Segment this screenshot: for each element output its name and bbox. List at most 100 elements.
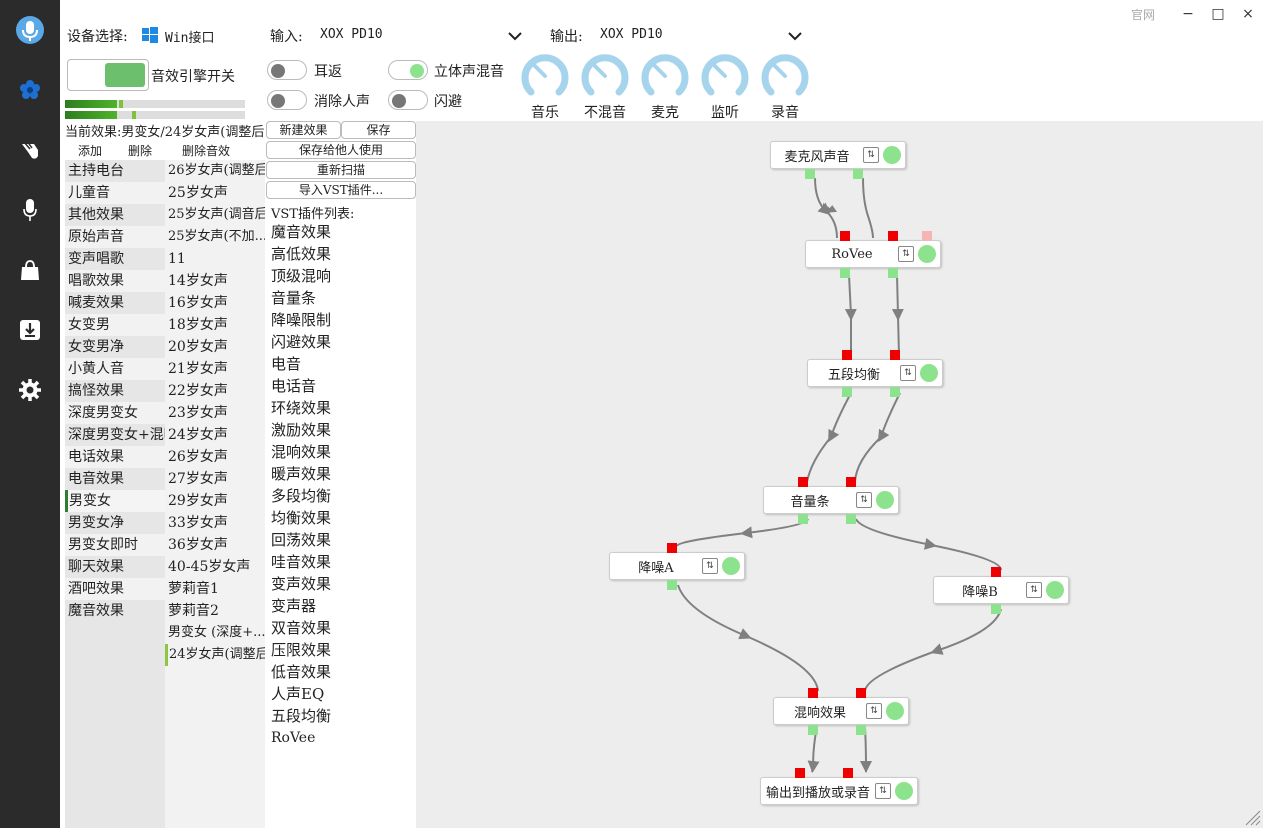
category-item[interactable]: 女变男净 [68, 339, 124, 355]
preset-item[interactable]: 26岁女声 [168, 449, 228, 465]
minimize-button[interactable]: − [1182, 6, 1194, 22]
input-port[interactable] [798, 477, 808, 487]
node-power-icon[interactable] [895, 782, 913, 800]
node-settings-icon[interactable]: ⇅ [866, 703, 882, 719]
preset-item[interactable]: 33岁女声 [168, 515, 228, 531]
category-item[interactable]: 深度男变女+混响 [68, 427, 165, 443]
preset-item[interactable]: 18岁女声 [168, 317, 228, 333]
volume-knob[interactable] [761, 52, 809, 100]
node-settings-icon[interactable]: ⇅ [900, 365, 916, 381]
node-settings-icon[interactable]: ⇅ [1026, 582, 1042, 598]
vst-plugin-item[interactable]: 均衡效果 [271, 509, 332, 527]
input-port[interactable] [856, 688, 866, 698]
vst-plugin-item[interactable]: 激励效果 [271, 421, 332, 439]
preset-item[interactable]: 男变女 (深度+... [168, 625, 265, 640]
preset-item[interactable]: 萝莉音1 [168, 581, 219, 597]
node-power-icon[interactable] [876, 491, 894, 509]
vst-plugin-item[interactable]: 顶级混响 [271, 267, 332, 285]
vocal-remove-toggle[interactable] [267, 90, 307, 110]
output-port[interactable] [888, 268, 898, 278]
volume-knob[interactable] [641, 52, 689, 100]
preset-item[interactable]: 20岁女声 [168, 339, 228, 355]
node-power-icon[interactable] [883, 146, 901, 164]
input-port[interactable] [843, 768, 853, 778]
category-item[interactable]: 儿童音 [65, 182, 165, 204]
preset-item[interactable]: 11 [168, 251, 186, 267]
vst-plugin-item[interactable]: 魔音效果 [271, 223, 332, 241]
output-port[interactable] [667, 580, 677, 590]
vst-plugin-item[interactable]: 闪避效果 [271, 333, 332, 351]
microphone-icon[interactable] [14, 194, 46, 226]
vst-plugin-item[interactable]: 变声效果 [271, 575, 332, 593]
input-port[interactable] [890, 350, 900, 360]
hands-icon[interactable] [14, 134, 46, 166]
category-item[interactable]: 其他效果 [68, 207, 124, 223]
input-chevron-down-icon[interactable] [507, 29, 523, 45]
preset-item[interactable]: 24岁女声 [168, 427, 228, 443]
output-port[interactable] [805, 169, 815, 179]
vst-plugin-item[interactable]: RoVee [271, 730, 316, 746]
vst-plugin-item[interactable]: 压限效果 [271, 641, 332, 659]
preset-item[interactable]: 14岁女声 [168, 273, 228, 289]
input-port[interactable] [795, 768, 805, 778]
preset-item[interactable]: 萝莉音2 [168, 603, 219, 619]
close-button[interactable]: × [1242, 6, 1254, 22]
preset-item[interactable]: 40-45岁女声 [168, 559, 251, 575]
category-item[interactable]: 男变女 [65, 490, 165, 512]
vst-plugin-item[interactable]: 回荡效果 [271, 531, 332, 549]
save-for-others-button[interactable]: 保存给他人使用 [266, 141, 416, 159]
input-port[interactable] [846, 477, 856, 487]
graph-node-mic[interactable]: 麦克风声音⇅ [770, 141, 906, 169]
node-power-icon[interactable] [886, 702, 904, 720]
preset-item[interactable]: 16岁女声 [168, 295, 228, 311]
preset-item[interactable]: 25岁女声(调音后) [168, 207, 265, 222]
monitor-toggle[interactable] [267, 60, 307, 80]
category-item[interactable]: 聊天效果 [68, 559, 124, 575]
delete-effect-button[interactable]: 删除音效 [182, 144, 231, 158]
vst-plugin-item[interactable]: 混响效果 [271, 443, 332, 461]
category-item[interactable]: 电话效果 [65, 446, 165, 468]
stereo-mix-toggle[interactable] [388, 60, 428, 80]
volume-knob[interactable] [701, 52, 749, 100]
preset-item[interactable]: 22岁女声 [168, 383, 228, 399]
import-vst-button[interactable]: 导入VST插件... [266, 181, 416, 199]
preset-item[interactable]: 23岁女声 [168, 405, 228, 421]
flower-effects-icon[interactable] [14, 74, 46, 106]
vst-plugin-item[interactable]: 电音 [271, 355, 302, 373]
node-settings-icon[interactable]: ⇅ [898, 246, 914, 262]
node-power-icon[interactable] [920, 364, 938, 382]
download-icon[interactable] [14, 314, 46, 346]
vst-plugin-item[interactable]: 降噪限制 [271, 311, 332, 329]
category-item[interactable]: 原始声音 [65, 226, 165, 248]
vst-plugin-item[interactable]: 环绕效果 [271, 399, 332, 417]
graph-node-volume[interactable]: 音量条⇅ [763, 486, 899, 514]
effect-graph-canvas[interactable]: 麦克风声音⇅RoVee⇅五段均衡⇅音量条⇅降噪A⇅降噪B⇅混响效果⇅输出到播放或… [416, 121, 1263, 828]
graph-node-eq5[interactable]: 五段均衡⇅ [807, 359, 943, 387]
output-port[interactable] [842, 387, 852, 397]
output-port[interactable] [991, 604, 1001, 614]
vst-plugin-item[interactable]: 人声EQ [271, 685, 325, 703]
input-port[interactable] [840, 231, 850, 241]
node-settings-icon[interactable]: ⇅ [875, 783, 891, 799]
preset-item[interactable]: 29岁女声 [168, 493, 228, 509]
device-select-value[interactable]: Win接口 [165, 31, 215, 46]
input-port[interactable] [842, 350, 852, 360]
category-item[interactable]: 搞怪效果 [68, 383, 124, 399]
preset-item[interactable]: 21岁女声 [168, 361, 228, 377]
output-port[interactable] [846, 514, 856, 524]
output-port[interactable] [840, 268, 850, 278]
node-power-icon[interactable] [722, 557, 740, 575]
preset-item[interactable]: 24岁女声(调整后) [165, 644, 265, 666]
node-settings-icon[interactable]: ⇅ [702, 558, 718, 574]
category-item[interactable]: 小黄人音 [65, 358, 165, 380]
preset-item[interactable]: 26岁女声(调整后) [168, 163, 265, 178]
graph-node-denoise-b[interactable]: 降噪B⇅ [933, 576, 1069, 604]
category-item[interactable]: 唱歌效果 [65, 270, 165, 292]
input-port[interactable] [667, 543, 677, 553]
sound-engine-toggle[interactable] [67, 59, 149, 91]
vst-plugin-item[interactable]: 五段均衡 [271, 707, 332, 725]
delete-button[interactable]: 删除 [128, 144, 153, 158]
app-logo-mic-icon[interactable] [14, 14, 46, 46]
new-effect-button[interactable]: 新建效果 [266, 121, 341, 139]
official-site-link[interactable]: 官网 [1130, 7, 1155, 22]
